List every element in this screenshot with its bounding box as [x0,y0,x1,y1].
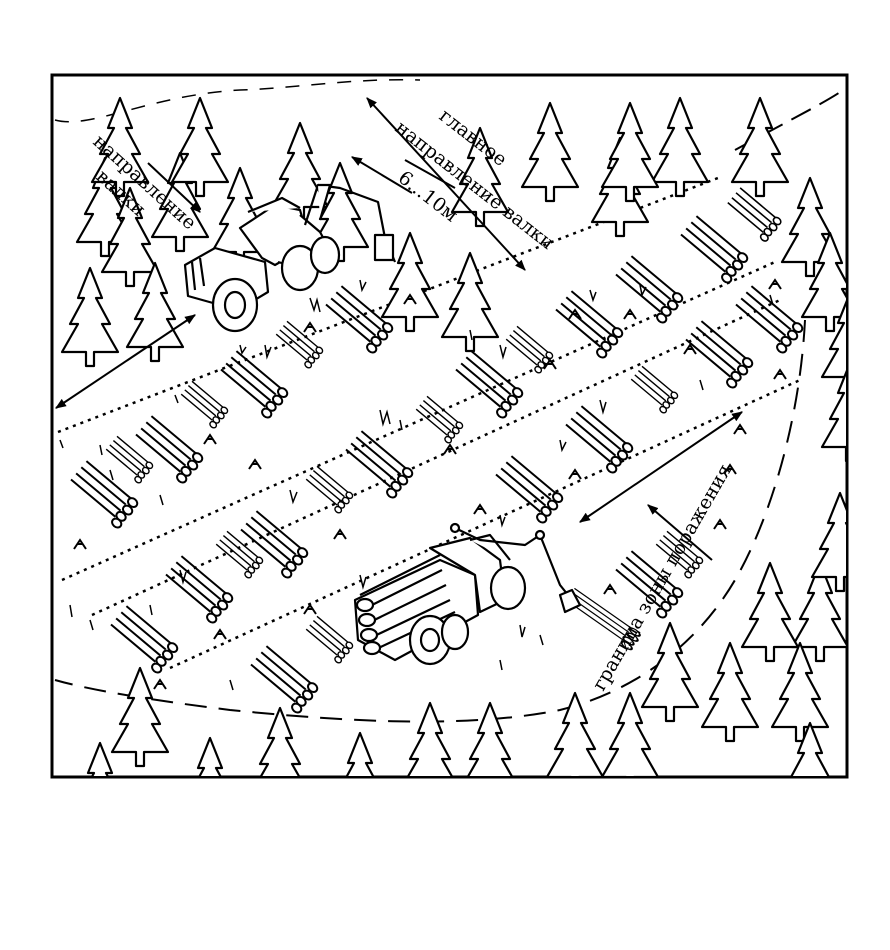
felling-direction-arrow [147,162,201,213]
forwarder-icon [353,522,582,666]
boundary-pointer-arrow [647,504,713,561]
feller-buncher-icon [183,183,397,333]
zone-width-arrow-bottom [579,411,743,523]
zone-width-arrow-top [55,314,196,409]
distance-arrow [351,156,413,194]
arrows [55,97,743,561]
